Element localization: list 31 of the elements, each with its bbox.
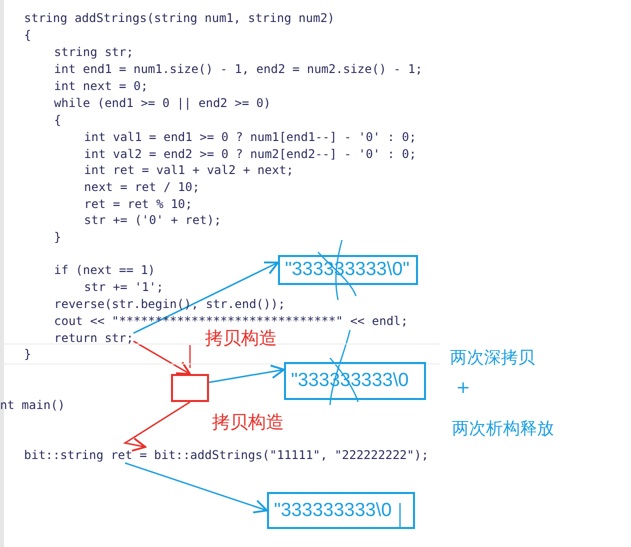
code-line: } bbox=[54, 229, 62, 245]
code-line: string addStrings(string num1, string num2) bbox=[24, 10, 335, 26]
chinese-annotation: 两次深拷贝 bbox=[450, 347, 535, 369]
code-line: str += '1'; bbox=[84, 279, 164, 295]
chinese-annotation: 两次析构释放 bbox=[452, 418, 554, 440]
arrow bbox=[123, 401, 190, 452]
code-line: } bbox=[24, 346, 32, 362]
arrow bbox=[124, 462, 268, 514]
code-line: int ret = val1 + val2 + next; bbox=[84, 162, 294, 178]
code-line: while (end1 >= 0 || end2 >= 0) bbox=[54, 95, 271, 111]
arrow bbox=[133, 340, 191, 375]
code-line: { bbox=[54, 112, 62, 128]
empty-box bbox=[171, 374, 209, 402]
string-value-box: "333333333\0 bbox=[267, 492, 415, 529]
code-line: { bbox=[24, 27, 32, 43]
code-line: bit::string ret = bit::addStrings("11111", "222222222"); bbox=[24, 447, 429, 463]
code-line: ret = ret % 10; bbox=[84, 196, 192, 212]
code-line: int val1 = end1 >= 0 ? num1[end1--] - '0' : 0; bbox=[84, 129, 416, 145]
chinese-annotation: 拷贝构造 bbox=[212, 412, 284, 434]
code-line: int val2 = end2 >= 0 ? num2[end2--] - '0' : 0; bbox=[84, 146, 416, 162]
code-line: nt main() bbox=[0, 397, 66, 413]
code-line: string str; bbox=[54, 44, 134, 60]
chinese-annotation: 拷贝构造 bbox=[205, 328, 277, 350]
code-line: next = ret / 10; bbox=[84, 179, 200, 195]
code-line: int next = 0; bbox=[54, 78, 148, 94]
code-line: int end1 = num1.size() - 1, end2 = num2.size() - 1; bbox=[54, 61, 422, 77]
code-line: if (next == 1) bbox=[54, 262, 156, 278]
code-line: str += ('0' + ret); bbox=[84, 212, 222, 228]
chinese-annotation: + bbox=[456, 377, 470, 399]
arrow bbox=[208, 364, 285, 384]
code-line: return str; bbox=[54, 330, 134, 346]
